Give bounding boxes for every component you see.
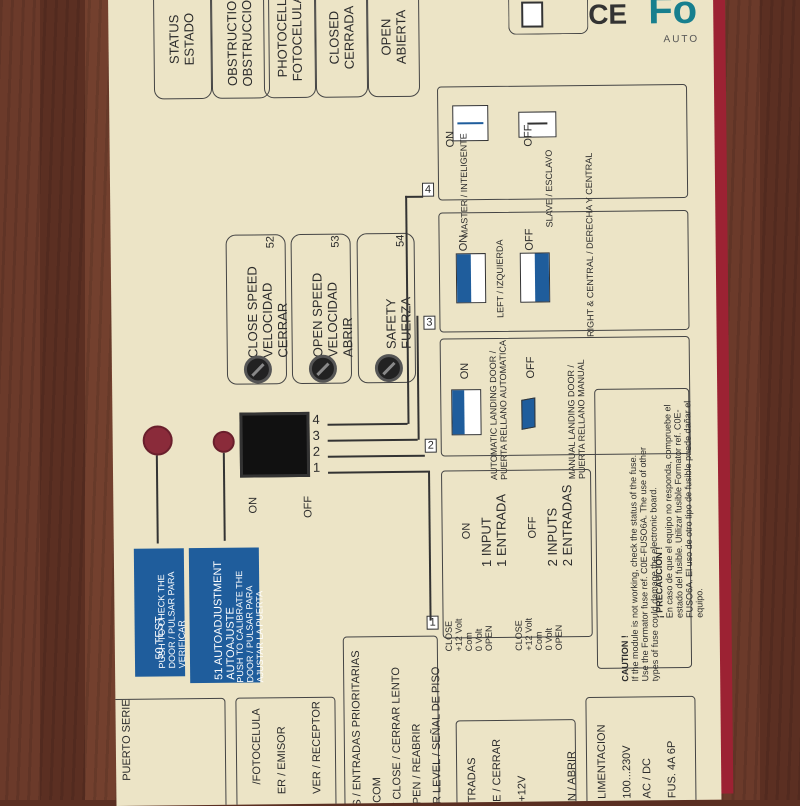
photocell-section: /FOTOCELULA ER / EMISOR VER / RECEPTOR [235, 696, 337, 806]
dip-3-tag: 3 [423, 315, 436, 330]
right-door-icon [519, 252, 551, 303]
caution-box: CAUTION ! If the module is not working, … [594, 387, 705, 682]
dip-numbers: 4 3 2 1 [312, 411, 321, 475]
safety-knob[interactable] [374, 353, 404, 383]
power-section: LIMENTACION 100...230V AC / DC FUS. 4A 6… [585, 695, 697, 806]
autoadjust-push-button[interactable] [212, 430, 235, 453]
brand-logo: Fo [647, 0, 698, 33]
dip-switch-3-section: ON LEFT / IZQUIERDA OFF RIGHT & CENTRAL … [438, 153, 690, 337]
automatic-door-icon [451, 389, 482, 436]
left-door-icon [455, 253, 487, 304]
open-speed-knob[interactable] [308, 354, 338, 383]
ce-mark: CE [588, 0, 628, 30]
test-label: 50 TEST PUSH TO CHECK THE DOOR / PULSAR … [133, 548, 187, 677]
dip-4-tag: 4 [421, 182, 435, 197]
brand-subtitle: AUTO [663, 33, 700, 46]
dip-1-tag: 1 [426, 615, 439, 630]
test-push-button[interactable] [142, 425, 173, 456]
priority-inputs-section: TS / ENTRADAS PRIORITARIAS V COM W CLOSE… [342, 635, 444, 806]
close-speed-knob[interactable] [243, 355, 273, 384]
dip-switch-4-section: ON MASTER / INTELIGENTE OFF SLAVE / ESCL… [436, 83, 689, 237]
inputs-section: TRADAS E / CERRAR +12V N / ABRIR [455, 719, 578, 806]
dip-switch-block[interactable] [239, 411, 311, 478]
serial-port-section: PUERTO SERIE [108, 697, 227, 806]
manual-door-icon [521, 397, 536, 430]
dip-2-tag: 2 [424, 438, 437, 453]
connector-icon [521, 1, 544, 28]
brand-frame [507, 0, 589, 35]
